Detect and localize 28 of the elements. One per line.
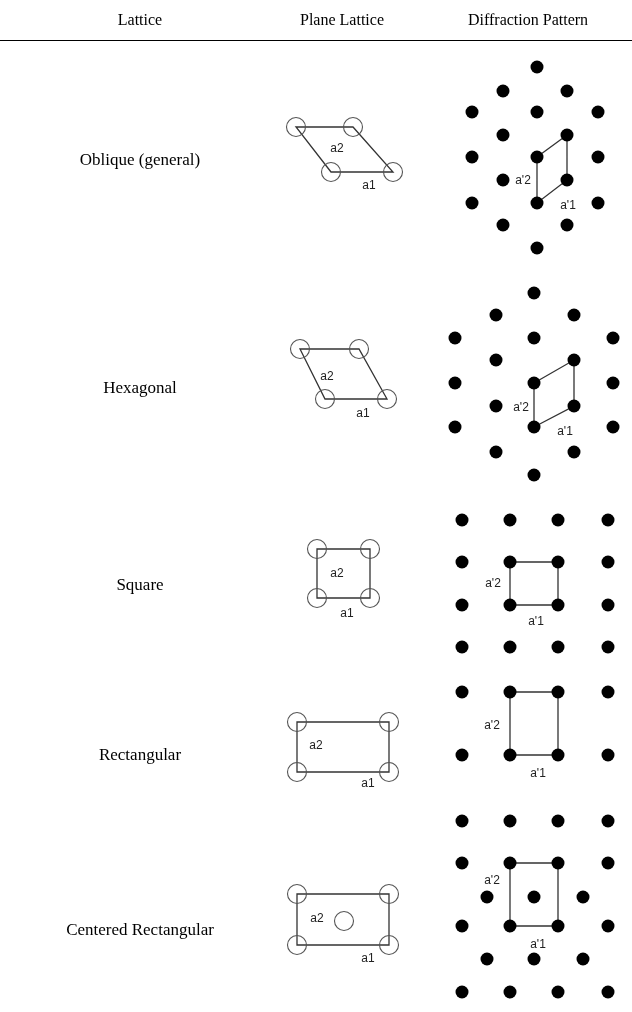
vector-label: a2 <box>329 142 345 154</box>
vector-label: a1 <box>360 952 376 964</box>
vector-label: a2 <box>308 739 324 751</box>
vector-label: a1 <box>339 607 355 619</box>
vector-label: a1 <box>360 777 376 789</box>
lattice-name: Rectangular <box>98 745 182 765</box>
vector-label: a'2 <box>483 874 501 886</box>
vector-label: a1 <box>355 407 371 419</box>
vector-label: a'2 <box>483 719 501 731</box>
vector-label: a'2 <box>512 401 530 413</box>
vector-label: a1 <box>361 179 377 191</box>
vector-label: a'1 <box>556 425 574 437</box>
lattice-name: Hexagonal <box>103 378 177 398</box>
vector-label: a2 <box>309 912 325 924</box>
vector-label: a'1 <box>529 938 547 950</box>
vector-label: a2 <box>319 370 335 382</box>
vector-label: a'2 <box>514 174 532 186</box>
vector-label: a'1 <box>559 199 577 211</box>
lattice-name: Square <box>116 575 164 595</box>
column-header: Diffraction Pattern <box>467 10 589 30</box>
lattice-name: Oblique (general) <box>79 150 201 170</box>
vector-label: a'2 <box>484 577 502 589</box>
vector-label: a'1 <box>527 615 545 627</box>
vector-label: a2 <box>329 567 345 579</box>
column-header: Plane Lattice <box>300 10 384 30</box>
lattice-name: Centered Rectangular <box>66 920 214 940</box>
vector-label: a'1 <box>529 767 547 779</box>
column-header: Lattice <box>117 10 163 30</box>
